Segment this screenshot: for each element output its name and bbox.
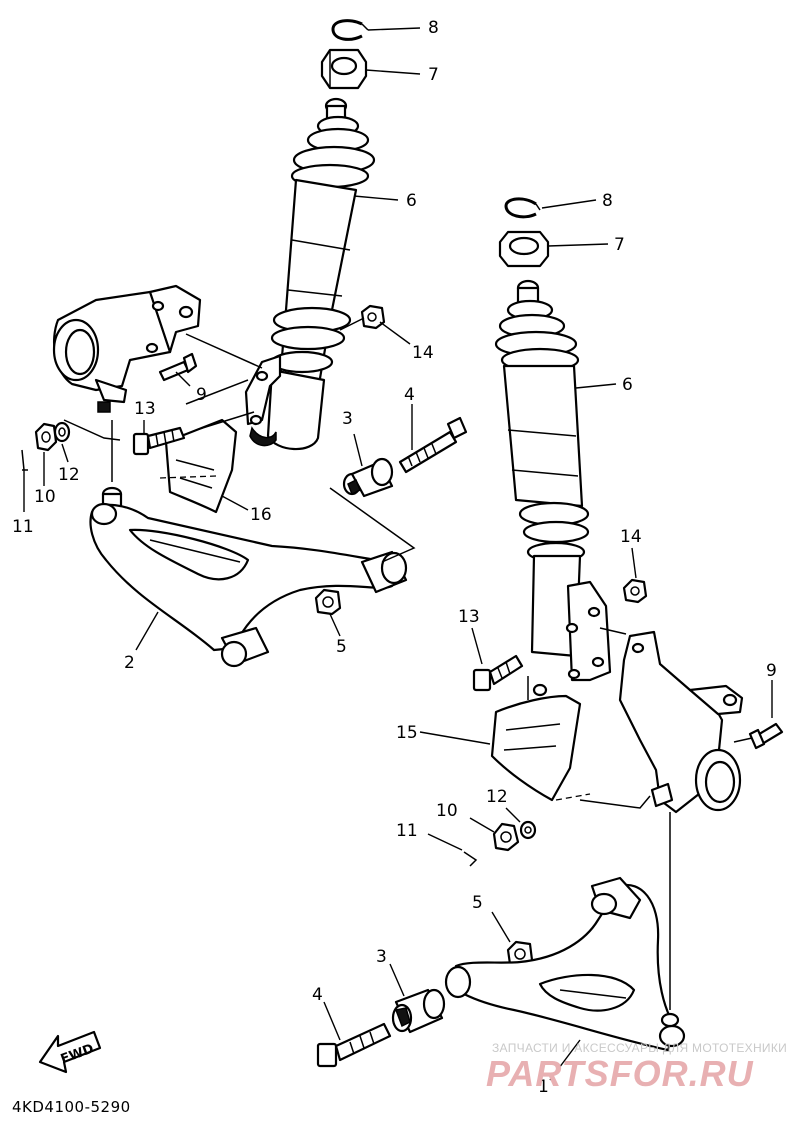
left-castle-nut-part <box>34 422 58 452</box>
left-callout-6: 6 <box>406 191 417 211</box>
right-callout-11: 11 <box>396 821 418 841</box>
left-leader-lines <box>23 27 421 651</box>
right-callout-13: 13 <box>458 607 480 627</box>
left-callout-14: 14 <box>412 343 434 363</box>
right-washer-part <box>519 820 537 840</box>
right-castle-nut-part <box>492 822 520 852</box>
left-assembly: 8 7 6 14 9 13 3 4 12 10 11 16 2 5 <box>12 18 468 673</box>
left-guard-part <box>159 418 238 514</box>
right-callout-9: 9 <box>766 661 777 681</box>
left-knuckle-part <box>52 284 202 413</box>
left-bushing-part <box>342 457 394 498</box>
right-leader-lines <box>323 199 773 1081</box>
right-callout-10: 10 <box>436 801 458 821</box>
left-callout-4: 4 <box>404 385 415 405</box>
right-top-nut-part <box>498 230 550 268</box>
right-callout-5: 5 <box>472 893 483 913</box>
right-guard-part <box>490 683 591 802</box>
right-bolt-9-part <box>748 722 784 750</box>
left-cotter-pin-part <box>21 449 28 471</box>
left-assembly-lines <box>63 317 416 563</box>
doc-code: 4KD4100-5290 <box>12 1098 131 1116</box>
right-callout-14: 14 <box>620 527 642 547</box>
left-lower-arm-part <box>89 486 408 668</box>
left-callout-8: 8 <box>428 18 439 38</box>
left-bolt-4-part <box>398 416 468 474</box>
left-bolt-9-part <box>158 352 198 382</box>
left-callout-16: 16 <box>250 505 272 525</box>
right-callout-15: 15 <box>396 723 418 743</box>
left-top-nut-part <box>320 48 368 90</box>
left-nut-14-part <box>360 304 386 330</box>
right-shock-absorber-part <box>494 279 612 682</box>
left-nut-5-part <box>314 588 342 616</box>
right-cotter-pin-part <box>463 851 478 867</box>
right-callout-4: 4 <box>312 985 323 1005</box>
right-bushing-part <box>391 988 446 1034</box>
right-callout-7: 7 <box>614 235 625 255</box>
left-callout-10: 10 <box>34 487 56 507</box>
left-callout-12: 12 <box>58 465 80 485</box>
right-callout-6: 6 <box>622 375 633 395</box>
fwd-arrow-icon: FWD <box>38 1030 102 1074</box>
right-callout-3: 3 <box>376 947 387 967</box>
left-washer-part <box>53 421 71 443</box>
right-assembly-lines <box>527 627 753 1010</box>
left-circlip-part <box>331 19 369 41</box>
right-callout-12: 12 <box>486 787 508 807</box>
watermark-text: ЗАПЧАСТИ И АКСЕССУАРЫ ДЛЯ МОТОТЕХНИКИ <box>492 1041 787 1055</box>
left-callout-9: 9 <box>196 385 207 405</box>
left-callout-7: 7 <box>428 65 439 85</box>
right-lower-arm-part <box>444 876 686 1052</box>
left-callout-11: 11 <box>12 517 34 537</box>
watermark: ЗАПЧАСТИ И АКСЕССУАРЫ ДЛЯ МОТОТЕХНИКИ PA… <box>486 1041 787 1094</box>
right-nut-14-part <box>622 578 648 604</box>
right-assembly: 8 7 6 14 13 9 15 12 10 11 5 3 4 1 <box>312 191 784 1097</box>
left-shock-absorber-part <box>244 97 376 451</box>
left-bolt-13-part <box>132 426 186 456</box>
right-callout-1: 1 <box>538 1077 549 1097</box>
left-callout-5: 5 <box>336 637 347 657</box>
left-callout-2: 2 <box>124 653 135 673</box>
right-circlip-part <box>504 197 541 219</box>
right-knuckle-part <box>618 630 744 814</box>
right-bolt-13-part <box>472 654 524 692</box>
left-callout-13: 13 <box>134 399 156 419</box>
left-callout-3: 3 <box>342 409 353 429</box>
watermark-logo: PARTSFOR.RU <box>486 1053 754 1094</box>
right-bolt-4-part <box>316 1022 392 1068</box>
left-callout-labels: 8 7 6 14 9 13 3 4 12 10 11 16 2 5 <box>12 18 439 673</box>
right-callout-labels: 8 7 6 14 13 9 15 12 10 11 5 3 4 1 <box>312 191 777 1097</box>
right-callout-8: 8 <box>602 191 613 211</box>
